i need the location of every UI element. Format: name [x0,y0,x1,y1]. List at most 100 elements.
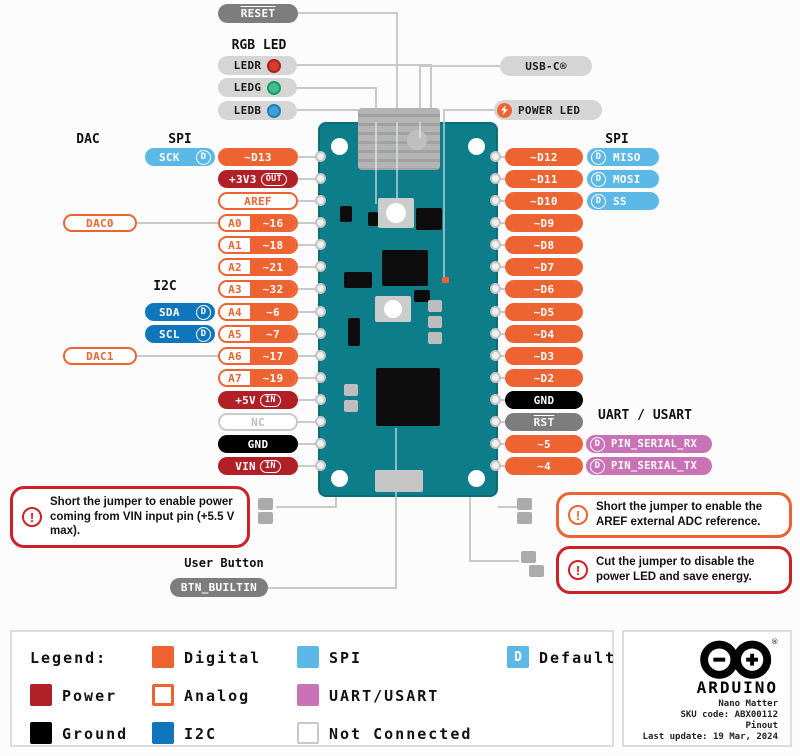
lightning-icon [497,102,512,118]
pin-pad [315,239,326,250]
pin-a0: A0~16 [218,214,298,232]
line [420,65,500,67]
pin-btn-builtin: BTN_BUILTIN [170,578,268,597]
default-badge: D [196,304,211,320]
default-badge: D [196,326,211,342]
default-badge: D [591,171,606,187]
mounting-hole [331,470,348,487]
legend-swatch-uart [297,684,319,706]
line [297,421,318,423]
pin-ledg: LEDG [218,78,297,97]
pin-number: ~32 [250,282,296,296]
jumper-pad [428,316,442,328]
pin-pad [490,283,501,294]
pin-pad [315,416,326,427]
pin-label: A3 [228,282,242,296]
pin-number: ~6 [250,305,296,319]
line [297,399,318,401]
pin-5: ~5 [505,435,583,453]
line [498,178,507,180]
usbc-label: USB-C® [525,59,567,73]
rx-label: PIN_SERIAL_RX [611,438,698,450]
header-user-button: User Button [184,556,264,570]
line [498,288,507,290]
pin-pad [315,438,326,449]
pin-number: ~7 [250,327,296,341]
pin-pad [315,394,326,405]
pcb-trace [395,428,397,497]
scl-label: SCL [159,327,180,341]
header-spi-left: SPI [168,132,192,147]
pin-pad [490,195,501,206]
pin-pad [490,394,501,405]
line [137,355,218,357]
vin-jumper-pad [258,498,273,510]
line [335,497,337,508]
line [297,222,318,224]
pin-number: ~17 [250,349,296,363]
pin-d6: ~D6 [505,280,583,298]
pin-number: ~16 [250,216,296,230]
mounting-hole [468,138,485,155]
header-dac: DAC [76,132,100,147]
pin-d7: ~D7 [505,258,583,276]
line [498,333,507,335]
pcb-trace [375,122,377,204]
line [443,109,445,122]
pin-d9: ~D9 [505,214,583,232]
warning-icon: ! [568,560,588,580]
line [395,497,397,589]
line [268,587,396,589]
legend-swatch-ground [30,722,52,744]
vin-jumper-pad [258,512,273,524]
pin-d2: ~D2 [505,369,583,387]
jumper-pad [344,384,358,396]
pin-pad [315,217,326,228]
header-i2c: I2C [153,279,177,294]
pin-pad [490,151,501,162]
pin-label: A1 [228,238,242,252]
pin-d3: ~D3 [505,347,583,365]
pin-label: A2 [228,260,242,274]
svg-text:®: ® [771,637,778,646]
arduino-wordmark: ARDUINO [696,678,778,697]
legend-title: Legend: [30,649,108,667]
pin-d8: ~D8 [505,236,583,254]
pcb-trace [419,122,421,138]
pin-a6: A6~17 [218,347,298,365]
jumper-pad [428,300,442,312]
reset-label: RESET [240,7,276,20]
pin-pad [490,460,501,471]
legend-label-default: Default [539,649,617,667]
pin-pad [490,261,501,272]
line [276,506,336,508]
line [297,200,318,202]
pin-usbc: USB-C® [500,56,592,76]
legend-swatch-i2c [152,722,174,744]
pin-a1: A1 ~18 [218,236,298,254]
pin-pad [315,283,326,294]
pin-power-led: POWER LED [494,100,602,120]
line [137,222,218,224]
legend-label-ground: Ground [62,725,129,743]
line [498,506,517,508]
aref-jumper-pad [517,498,532,510]
mounting-hole [331,138,348,155]
red-led-icon [267,58,282,73]
pin-d5: ~D5 [505,303,583,321]
legend-swatch-digital [152,646,174,668]
ic-chip [344,272,372,288]
header-rgb-led: RGB LED [231,38,287,53]
line [297,443,318,445]
callout-text: Short the jumper to enable the AREF exte… [596,501,763,528]
ic-chip [340,206,352,222]
pin-number: ~19 [250,371,296,385]
pin-a5: A5~7 [218,325,298,343]
aref-jumper-pad [517,512,532,524]
brand-panel: ® ARDUINO Nano Matter SKU code: ABX00112… [622,630,792,747]
pcb-trace [443,122,445,278]
pin-number: ~18 [250,238,296,252]
pin-pad [490,416,501,427]
